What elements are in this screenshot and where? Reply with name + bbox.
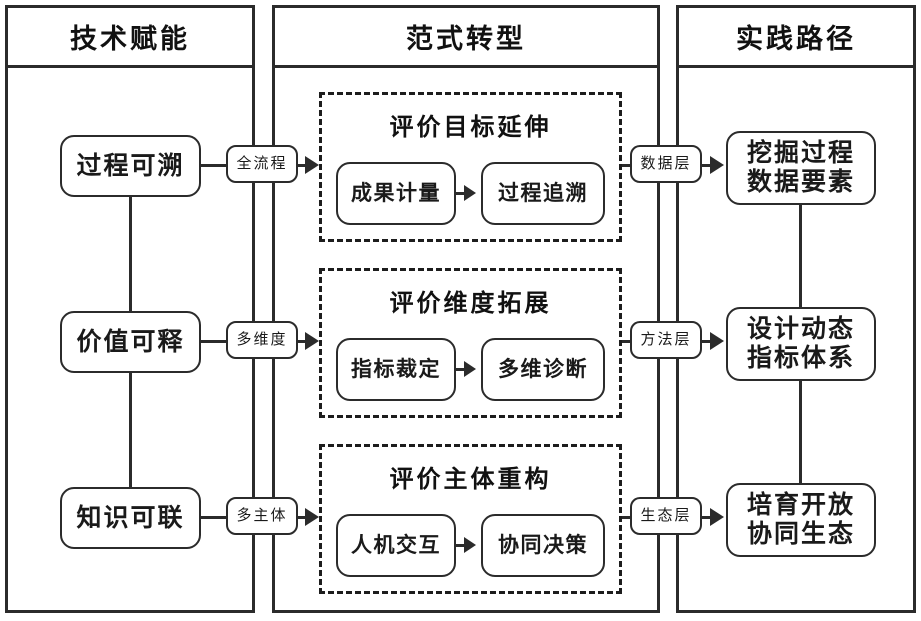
left-stub-2 (200, 340, 228, 343)
panel-title-tech: 技术赋能 (70, 24, 190, 55)
group-3-step-arrow (464, 537, 476, 553)
right-node-2-line2: 指标体系 (746, 343, 855, 372)
left-arrow-head-3 (305, 508, 319, 526)
right-node-3-line1: 培育开放 (746, 490, 855, 520)
right-arrow-head-1 (710, 156, 724, 174)
connector-label-multi-dimension[interactable]: 多维度 (226, 321, 298, 359)
panel-title-paradigm: 范式转型 (406, 24, 526, 55)
panel-header-practice: 实践路径 (679, 8, 913, 68)
right-arrow-head-3 (710, 508, 724, 526)
group-1-step-arrow (464, 185, 476, 201)
panel-header-paradigm: 范式转型 (275, 8, 657, 68)
right-column-connector-1 (799, 204, 802, 311)
connector-label-data-layer[interactable]: 数据层 (630, 145, 702, 183)
left-arrow-head-2 (305, 332, 319, 350)
right-node-1-line1: 挖掘过程 (746, 138, 855, 168)
group-title-2: 评价维度拓展 (389, 288, 552, 317)
group-1-step-1[interactable]: 成果计量 (336, 162, 456, 225)
left-node-2[interactable]: 价值可释 (60, 311, 201, 373)
panel-title-practice: 实践路径 (736, 24, 856, 55)
group-3-step-link (456, 544, 470, 547)
right-column-connector-2 (799, 380, 802, 487)
panel-header-tech: 技术赋能 (8, 8, 252, 68)
group-2-step-arrow (464, 361, 476, 377)
left-node-3[interactable]: 知识可联 (60, 487, 201, 549)
left-column-connector-2 (129, 373, 132, 504)
panel-paradigm-shift: 范式转型 (272, 5, 660, 613)
left-stub-1 (200, 164, 228, 167)
group-3-step-1[interactable]: 人机交互 (336, 514, 456, 577)
group-1-step-link (456, 192, 470, 195)
connector-label-multi-agent[interactable]: 多主体 (226, 497, 298, 535)
right-node-3[interactable]: 培育开放 协同生态 (726, 483, 876, 557)
group-title-1: 评价目标延伸 (389, 112, 552, 141)
connector-label-method-layer[interactable]: 方法层 (630, 321, 702, 359)
left-column-connector-1 (129, 196, 132, 331)
left-stub-3 (200, 516, 228, 519)
left-arrow-head-1 (305, 156, 319, 174)
left-node-1[interactable]: 过程可溯 (60, 135, 201, 197)
right-node-3-line2: 协同生态 (746, 519, 855, 548)
right-node-1-line2: 数据要素 (746, 167, 855, 196)
dashed-group-2: 评价维度拓展 (319, 268, 622, 418)
group-title-3: 评价主体重构 (389, 464, 552, 493)
right-node-2[interactable]: 设计动态 指标体系 (726, 307, 876, 381)
group-2-step-2[interactable]: 多维诊断 (481, 338, 605, 401)
right-arrow-head-2 (710, 332, 724, 350)
connector-label-ecosystem-layer[interactable]: 生态层 (630, 497, 702, 535)
right-node-1[interactable]: 挖掘过程 数据要素 (726, 131, 876, 205)
group-2-step-link (456, 368, 470, 371)
connector-label-all-process[interactable]: 全流程 (226, 145, 298, 183)
group-2-step-1[interactable]: 指标裁定 (336, 338, 456, 401)
panel-tech-enablement: 技术赋能 (5, 5, 255, 613)
group-1-step-2[interactable]: 过程追溯 (481, 162, 605, 225)
right-node-2-line1: 设计动态 (746, 314, 855, 344)
dashed-group-3: 评价主体重构 (319, 444, 622, 594)
dashed-group-1: 评价目标延伸 (319, 92, 622, 242)
panel-practice-path: 实践路径 (676, 5, 916, 613)
group-3-step-2[interactable]: 协同决策 (481, 514, 605, 577)
